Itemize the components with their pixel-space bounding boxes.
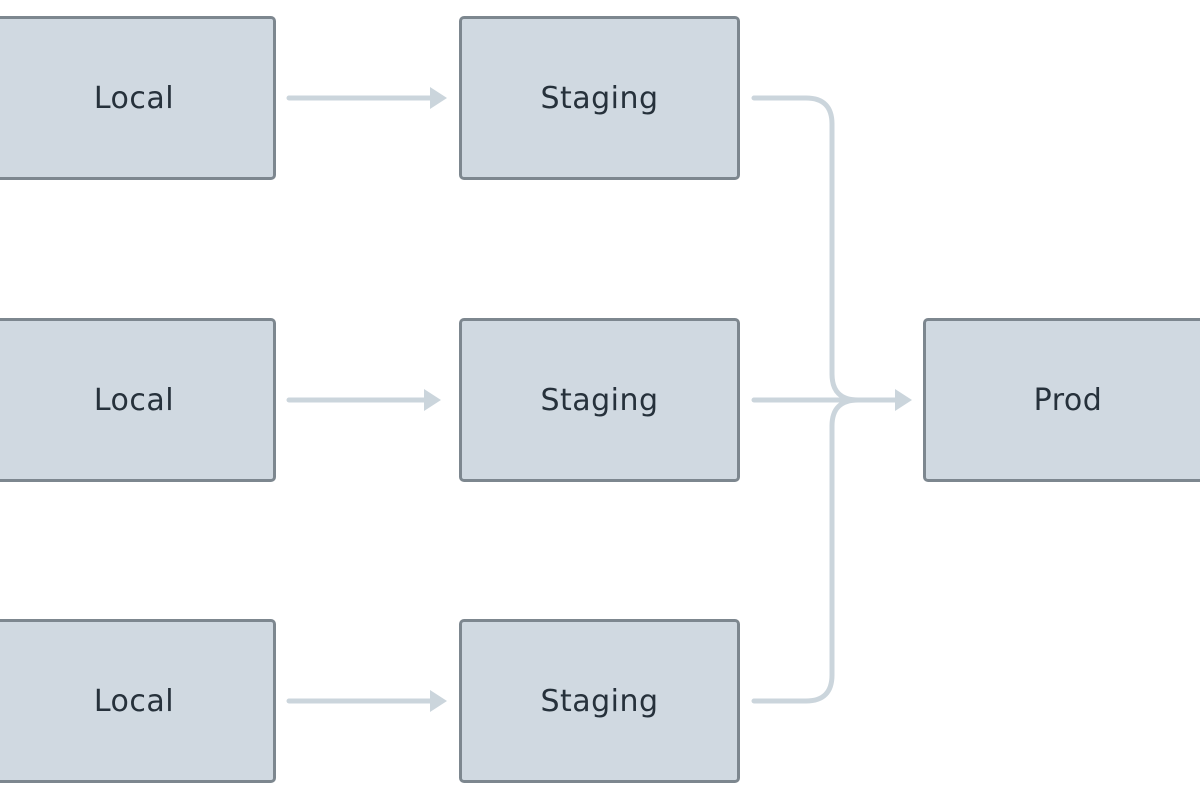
node-prod: Prod: [923, 318, 1200, 482]
edge-staging-2-prod: [751, 389, 912, 411]
arrow-head-icon: [424, 389, 441, 411]
node-local-1: Local: [0, 16, 276, 180]
arrow-head-icon: [430, 690, 447, 712]
node-label: Local: [93, 382, 175, 418]
node-local-2: Local: [0, 318, 276, 482]
edge-local-1-staging-1: [286, 87, 447, 109]
node-label: Staging: [540, 80, 659, 116]
node-label: Local: [93, 683, 175, 719]
arrow-head-icon: [430, 87, 447, 109]
edge-staging-1-prod: [751, 95, 861, 403]
node-staging-3: Staging: [459, 619, 740, 783]
edge-local-3-staging-3: [286, 690, 447, 712]
node-label: Local: [93, 80, 175, 116]
edge-staging-3-prod: [751, 397, 861, 704]
node-label: Staging: [540, 382, 659, 418]
node-local-3: Local: [0, 619, 276, 783]
node-label: Staging: [540, 683, 659, 719]
edge-line: [751, 397, 861, 704]
node-staging-1: Staging: [459, 16, 740, 180]
node-label: Prod: [1033, 382, 1103, 418]
edge-line: [751, 95, 861, 403]
edge-local-2-staging-2: [286, 389, 441, 411]
node-staging-2: Staging: [459, 318, 740, 482]
arrow-head-icon: [895, 389, 912, 411]
